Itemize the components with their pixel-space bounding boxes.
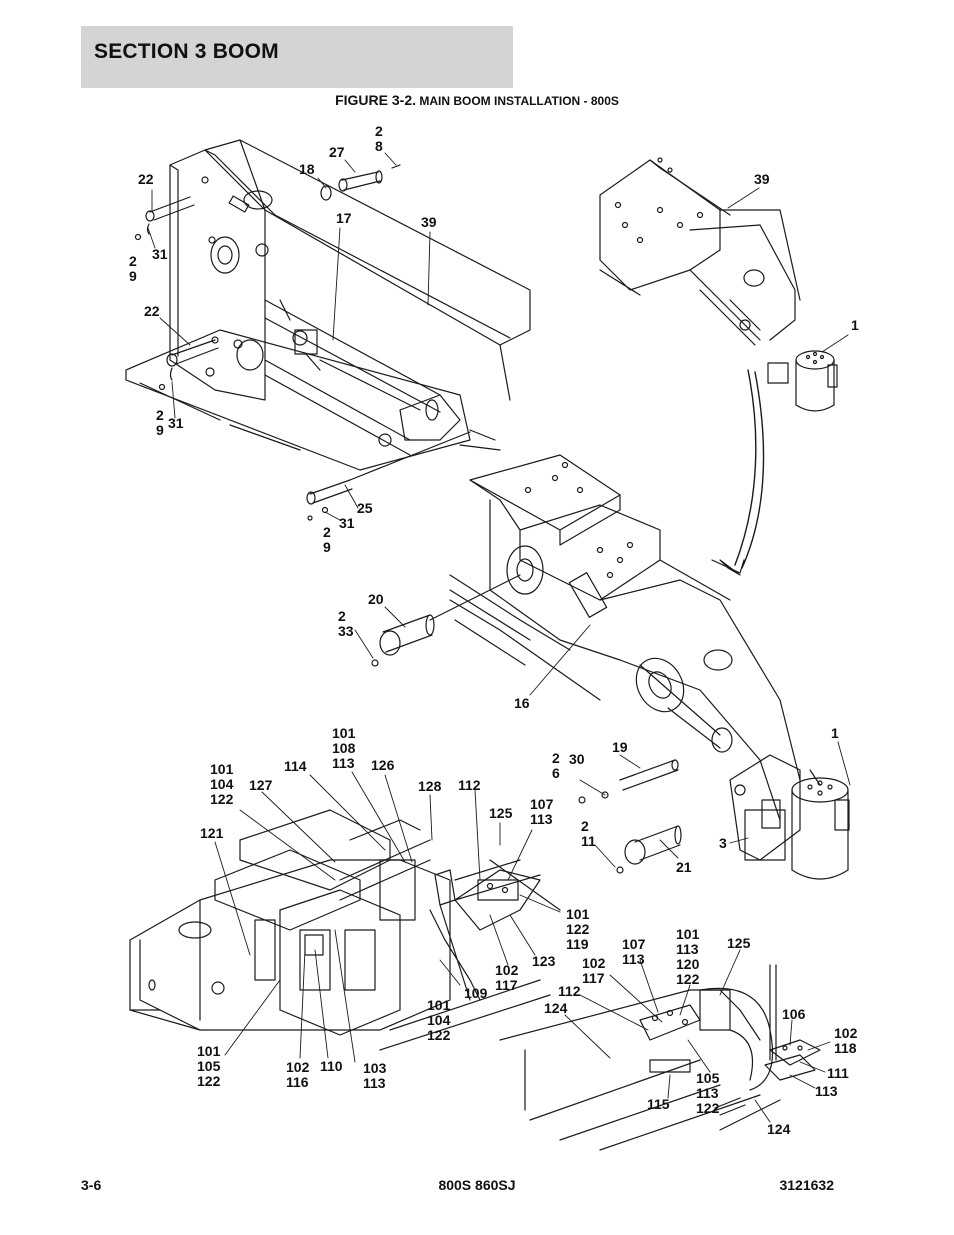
- callout-109: 109: [464, 985, 488, 1001]
- callout-125-upper: 125: [489, 805, 513, 821]
- callout-233: 2 33: [338, 608, 354, 639]
- callout-111: 111: [827, 1065, 849, 1081]
- callout-124-lower: 124: [767, 1121, 791, 1137]
- callout-31-mid: 31: [339, 515, 355, 531]
- callout-28: 2 8: [375, 123, 383, 154]
- callout-127: 127: [249, 777, 273, 793]
- callout-16: 16: [514, 695, 530, 711]
- callout-39-right: 39: [754, 171, 770, 187]
- callout-103-113: 103 113: [363, 1060, 387, 1091]
- callout-115: 115: [647, 1096, 670, 1112]
- callout-29-lower: 2 9: [156, 407, 164, 438]
- callout-101-105-122: 101 105 122: [197, 1043, 221, 1089]
- callout-31-upper: 31: [152, 246, 168, 262]
- callout-18: 18: [299, 161, 315, 177]
- page-number: 3-6: [81, 1177, 102, 1193]
- callout-125-lower: 125: [727, 935, 751, 951]
- callout-102-117-right: 102 117: [582, 955, 606, 986]
- section-title: SECTION 3 BOOM: [94, 40, 279, 63]
- boom-wear-pad-assembly: [130, 810, 560, 1050]
- callout-112-lower: 112: [558, 983, 581, 999]
- callout-29-upper: 2 9: [129, 253, 137, 284]
- callout-102-117-left: 102 117: [495, 962, 519, 993]
- callout-17: 17: [336, 210, 352, 226]
- callout-112-upper: 112: [458, 777, 481, 793]
- callout-105-113-122: 105 113 122: [696, 1070, 720, 1116]
- figure-number: FIGURE 3-2.: [335, 92, 416, 108]
- callout-30: 30: [569, 751, 585, 767]
- figure-title: FIGURE 3-2. MAIN BOOM INSTALLATION - 800…: [0, 92, 954, 108]
- pin-25-assembly: [307, 432, 470, 520]
- callout-107-113-upper: 107 113: [530, 796, 554, 827]
- callout-128: 128: [418, 778, 442, 794]
- callout-126: 126: [371, 757, 395, 773]
- callout-22-lower: 22: [144, 303, 160, 319]
- callout-leader-lines: [148, 153, 850, 1122]
- callout-101-108-113: 101 108 113: [332, 725, 356, 771]
- callout-20: 20: [368, 591, 384, 607]
- callout-1-lower: 1: [831, 725, 839, 741]
- callout-101-122-119: 101 122 119: [566, 906, 590, 952]
- callout-113: 113: [815, 1083, 838, 1099]
- callout-1-upper: 1: [851, 317, 859, 333]
- boom-cylinder-lower: [579, 755, 849, 879]
- callout-19: 19: [612, 739, 628, 755]
- callout-102-116: 102 116: [286, 1059, 310, 1090]
- callout-101-104-122-upper: 101 104 122: [210, 761, 234, 807]
- manual-part-number: 3121632: [779, 1177, 834, 1193]
- callout-211: 2 11: [581, 818, 596, 849]
- callout-21: 21: [676, 859, 692, 875]
- callout-123: 123: [532, 953, 556, 969]
- callout-102-118: 102 118: [834, 1025, 858, 1056]
- callout-101-113-120-122: 101 113 120 122: [676, 926, 700, 987]
- boom-installation-drawing: [0, 110, 954, 1170]
- callout-39-left: 39: [421, 214, 437, 230]
- callout-26: 2 6: [552, 750, 560, 781]
- boom-section-16: [372, 455, 800, 820]
- pivot-pin-22-upper: [146, 197, 194, 221]
- section-header-band: [81, 26, 513, 88]
- callout-22-upper: 22: [138, 171, 154, 187]
- callout-31-lower: 31: [168, 415, 184, 431]
- pin-27: [339, 171, 382, 191]
- bushing-18: [321, 186, 331, 200]
- callout-114: 114: [284, 758, 307, 774]
- callout-3: 3: [719, 835, 727, 851]
- boom-head-assembly: [600, 158, 837, 575]
- figure-caption: MAIN BOOM INSTALLATION - 800S: [416, 94, 619, 108]
- callout-106: 106: [782, 1006, 806, 1022]
- callout-29-mid: 2 9: [323, 524, 331, 555]
- model-number: 800S 860SJ: [438, 1177, 516, 1193]
- boom-pivot-assembly: [126, 140, 530, 470]
- callout-110: 110: [320, 1058, 343, 1074]
- callout-101-104-122-lower: 101 104 122: [427, 997, 451, 1043]
- pivot-pin-22-lower: [167, 340, 218, 366]
- callout-107-113-lower: 107 113: [622, 936, 646, 967]
- callout-121: 121: [200, 825, 224, 841]
- callout-25: 25: [357, 500, 373, 516]
- callout-27: 27: [329, 144, 345, 160]
- callout-124-upper: 124: [544, 1000, 568, 1016]
